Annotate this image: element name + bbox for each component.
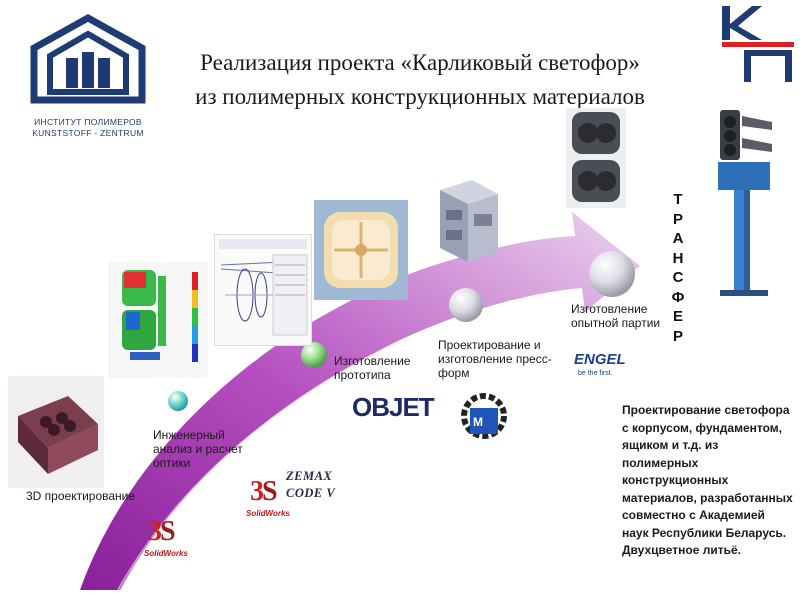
zemax-label: ZEMAX xyxy=(286,469,333,483)
page-title: Реализация проекта «Карликовый светофор»… xyxy=(150,46,690,114)
transfer-letter: Е xyxy=(672,308,683,325)
transfer-letter: Т xyxy=(673,191,683,208)
title-line-1: Реализация проекта «Карликовый светофор» xyxy=(200,50,640,75)
transfer-letter: Р xyxy=(672,210,683,228)
svg-text:S: S xyxy=(160,516,176,544)
solidworks-logo-1: 3 S SolidWorks xyxy=(144,516,194,558)
engel-tagline: be the first. xyxy=(578,370,613,377)
transfer-letter: Н xyxy=(672,249,684,267)
step-image-optics xyxy=(214,234,312,346)
svg-text:3: 3 xyxy=(148,516,162,544)
codev-label: CODE V xyxy=(286,486,336,500)
institute-name-de: KUNSTSTOFF - ZENTRUM xyxy=(32,128,144,138)
solidworks-label: SolidWorks xyxy=(246,509,290,518)
solidworks-logo-2: 3 S SolidWorks xyxy=(246,476,296,518)
solidworks-icon: 3 S xyxy=(148,516,176,547)
transfer-letter: С xyxy=(672,269,684,286)
step-label-mold-design: Проектирование и изготовление пресс-форм xyxy=(438,338,552,380)
step-label-3d-design: 3D проектирование xyxy=(26,489,136,503)
solidworks-label: SolidWorks xyxy=(144,549,188,558)
step-image-traffic-light-units xyxy=(566,108,626,208)
step-label-prototype: Изготовление прототипа xyxy=(334,354,411,382)
transfer-letter: А xyxy=(672,230,684,247)
svg-text:3: 3 xyxy=(250,476,264,504)
metmash-logo-icon: М xyxy=(461,393,507,439)
objet-logo: OBJET xyxy=(352,392,435,422)
institute-logo: ИНСТИТУТ ПОЛИМЕРОВ KUNSTSTOFF - ZENTRUM xyxy=(26,13,150,138)
step-image-analysis xyxy=(108,262,208,378)
kp-logo-icon xyxy=(722,6,794,82)
svg-text:S: S xyxy=(262,476,278,504)
title-line-2: из полимерных конструкционных материалов xyxy=(195,84,645,109)
project-description: Проектирование светофора с корпусом, фун… xyxy=(622,403,793,557)
engel-logo: ENGEL xyxy=(574,351,626,368)
zemax-codev-text: ZEMAX CODE V xyxy=(286,468,335,502)
transfer-vertical-word: Т Р А Н С Ф Е Р xyxy=(668,190,688,346)
step-image-prototype xyxy=(314,200,408,300)
institute-logo-icon xyxy=(30,13,146,104)
traffic-light-pole-image xyxy=(694,104,788,304)
step-image-3d-model xyxy=(8,376,104,488)
solidworks-icon: 3 S xyxy=(250,476,278,507)
institute-name-ru: ИНСТИТУТ ПОЛИМЕРОВ xyxy=(34,117,142,127)
step-label-engineering-analysis: Инженерный анализ и расчет оптики xyxy=(153,428,243,470)
transfer-letter: Ф xyxy=(671,288,685,306)
step-label-pilot-batch: Изготовление опытной партии xyxy=(571,302,661,330)
transfer-letter: Р xyxy=(672,327,683,345)
step-image-mold xyxy=(432,170,504,270)
svg-text:М: М xyxy=(473,415,483,429)
